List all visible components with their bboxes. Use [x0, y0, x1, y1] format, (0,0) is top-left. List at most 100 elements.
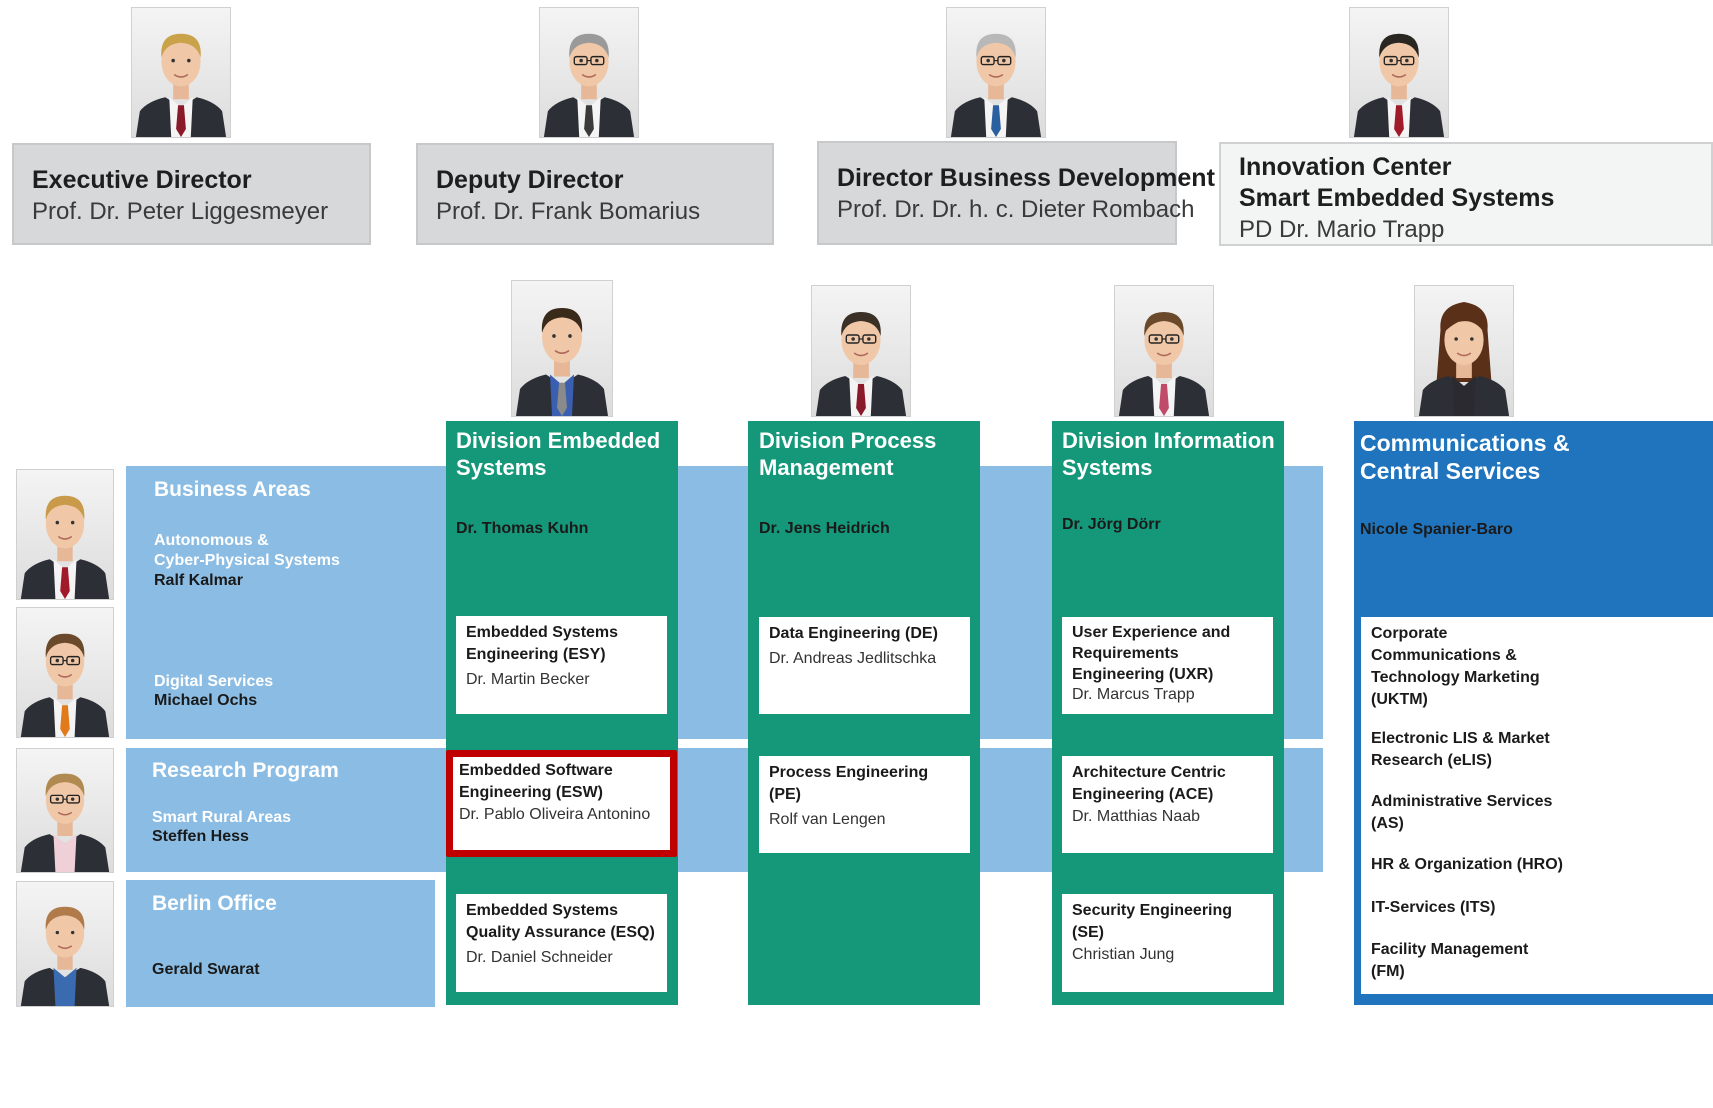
- division-title-line: Division Embedded: [456, 428, 661, 453]
- department-title-line: Quality Assurance (ESQ): [466, 924, 655, 941]
- central-service-item: Corporate Communications & Technology Ma…: [1371, 623, 1540, 711]
- central-service-line: Administrative Services: [1371, 793, 1553, 810]
- portrait-silhouette: [815, 312, 907, 416]
- division-title-line: Division Process: [759, 428, 937, 453]
- division-title: Division Process Management: [759, 427, 936, 481]
- portrait-thomas-kuhn: [511, 280, 613, 417]
- department-uxr: User Experience and Requirements Enginee…: [1062, 617, 1273, 714]
- berlin-office-label: Berlin Office: [152, 892, 277, 915]
- berlin-office-lead: Gerald Swarat: [152, 961, 260, 978]
- portrait-silhouette: [20, 495, 110, 599]
- portrait-silhouette: [20, 633, 110, 737]
- director-title-line: Innovation Center: [1239, 153, 1452, 181]
- portrait-silhouette: [1118, 312, 1210, 416]
- department-title-line: Engineering (ESW): [459, 784, 603, 801]
- department-title-line: Architecture Centric: [1072, 764, 1226, 781]
- business-area-name: Autonomous &: [154, 532, 269, 549]
- department-ace: Architecture Centric Engineering (ACE) D…: [1062, 756, 1273, 853]
- director-title: Deputy Director: [436, 166, 624, 194]
- central-service-line: Communications &: [1371, 647, 1517, 664]
- department-title-line: Data Engineering (DE): [769, 625, 938, 642]
- central-service-line: (UKTM): [1371, 691, 1428, 708]
- division-title-line: Systems: [1062, 455, 1153, 480]
- portrait-jens-heidrich: [811, 285, 911, 417]
- director-name: PD Dr. Mario Trapp: [1239, 216, 1445, 243]
- director-title-line: Smart Embedded Systems: [1239, 184, 1555, 212]
- division-title-line: Systems: [456, 455, 547, 480]
- portrait-deputy-director: [539, 7, 639, 138]
- department-title-line: Embedded Systems: [466, 902, 619, 919]
- director-name: Prof. Dr. Dr. h. c. Dieter Rombach: [837, 196, 1195, 223]
- portrait-silhouette: [543, 33, 635, 137]
- central-service-item: IT-Services (ITS): [1371, 897, 1496, 919]
- central-service-line: (AS): [1371, 815, 1404, 832]
- department-head: Dr. Martin Becker: [466, 671, 590, 688]
- department-pe: Process Engineering (PE) Rolf van Lengen: [759, 756, 970, 853]
- director-box-executive: Executive Director Prof. Dr. Peter Ligge…: [12, 143, 371, 245]
- department-head: Dr. Pablo Oliveira Antonino: [459, 806, 651, 823]
- division-title: Division Embedded Systems: [456, 427, 660, 481]
- portrait-nicole-spanier-baro: [1414, 285, 1514, 417]
- portrait-gerald-swarat: [16, 881, 114, 1007]
- department-head: Dr. Daniel Schneider: [466, 949, 613, 966]
- central-service-line: IT-Services (ITS): [1371, 899, 1496, 916]
- portrait-director-business-development: [946, 7, 1046, 138]
- department-title-line: Process Engineering (PE): [769, 764, 929, 803]
- business-areas-label: Business Areas: [154, 478, 311, 501]
- portrait-silhouette: [950, 33, 1042, 137]
- business-area-name: Digital Services: [154, 673, 274, 690]
- director-title: Executive Director: [32, 166, 252, 194]
- portrait-silhouette: [516, 308, 608, 416]
- department-esy: Embedded Systems Engineering (ESY) Dr. M…: [456, 616, 667, 714]
- research-program-lead: Steffen Hess: [152, 828, 249, 845]
- department-head: Dr. Andreas Jedlitschka: [769, 650, 937, 667]
- central-service-line: Technology Marketing: [1371, 669, 1540, 686]
- director-title: Director Business Development: [837, 164, 1215, 192]
- central-service-item: HR & Organization (HRO): [1371, 854, 1563, 876]
- division-title-line: Management: [759, 455, 894, 480]
- division-head: Dr. Jens Heidrich: [759, 520, 890, 537]
- business-area-name: Cyber-Physical Systems: [154, 552, 340, 569]
- portrait-innovation-center-head: [1349, 7, 1449, 138]
- band-berlin-office: [126, 880, 435, 1007]
- director-name: Prof. Dr. Peter Liggesmeyer: [32, 198, 329, 225]
- portrait-executive-director: [131, 7, 231, 138]
- central-services-panel: [1361, 617, 1713, 994]
- department-title-line: Engineering (ESY): [466, 646, 606, 663]
- department-head: Christian Jung: [1072, 946, 1175, 963]
- research-program-area: Smart Rural Areas: [152, 809, 292, 826]
- director-box-innovation-center: Innovation Center Smart Embedded Systems…: [1219, 142, 1713, 246]
- director-box-business-development: Director Business Development Prof. Dr. …: [817, 141, 1215, 245]
- division-head: Dr. Jörg Dörr: [1062, 516, 1161, 533]
- portrait-steffen-hess: [16, 748, 114, 873]
- department-title-line: Requirements: [1072, 645, 1179, 662]
- central-service-line: Facility Management: [1371, 941, 1529, 958]
- department-se: Security Engineering (SE) Christian Jung: [1062, 894, 1273, 992]
- communications-title: Communications & Central Services: [1360, 429, 1570, 485]
- central-service-item: Facility Management (FM): [1371, 939, 1528, 983]
- portrait-joerg-doerr: [1114, 285, 1214, 417]
- department-head: Rolf van Lengen: [769, 811, 886, 828]
- department-title-line: User Experience and: [1072, 624, 1231, 641]
- director-name: Prof. Dr. Frank Bomarius: [436, 198, 701, 225]
- central-service-line: Electronic LIS & Market: [1371, 730, 1550, 747]
- central-service-line: (FM): [1371, 963, 1405, 980]
- business-area-lead: Ralf Kalmar: [154, 572, 243, 589]
- department-esq: Embedded Systems Quality Assurance (ESQ)…: [456, 894, 667, 992]
- central-service-item: Electronic LIS & Market Research (eLIS): [1371, 728, 1550, 772]
- communications-title-line: Central Services: [1360, 458, 1541, 484]
- central-service-line: Research (eLIS): [1371, 752, 1492, 769]
- department-title-line: Engineering (ACE): [1072, 786, 1214, 803]
- portrait-silhouette: [20, 906, 110, 1006]
- department-head: Dr. Marcus Trapp: [1072, 686, 1195, 703]
- department-esw-highlighted: Embedded Software Engineering (ESW) Dr. …: [446, 750, 677, 857]
- central-service-line: Corporate: [1371, 625, 1448, 642]
- division-title-line: Division Information: [1062, 428, 1275, 453]
- communications-title-line: Communications &: [1360, 430, 1570, 456]
- department-title-line: Embedded Systems: [466, 624, 619, 641]
- portrait-silhouette: [1353, 33, 1445, 137]
- portrait-silhouette: [1418, 302, 1510, 416]
- portrait-silhouette: [20, 773, 110, 872]
- department-title-line: Security Engineering (SE): [1072, 902, 1233, 941]
- department-de: Data Engineering (DE) Dr. Andreas Jedlit…: [759, 617, 970, 714]
